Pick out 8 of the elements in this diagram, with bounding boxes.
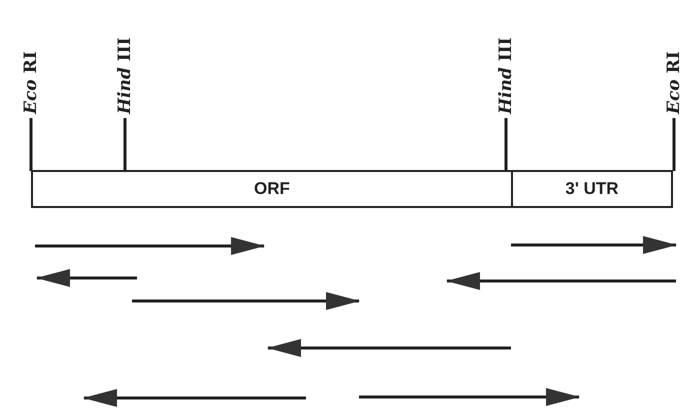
segment-label: ORF [254, 179, 290, 199]
restriction-site-label: Eco RI [21, 51, 41, 114]
restriction-site-label: Hind III [115, 37, 135, 114]
utr-segment [511, 170, 673, 208]
restriction-site-label: Hind III [496, 37, 516, 114]
orf-segment [31, 170, 513, 208]
segment-label: 3' UTR [565, 179, 619, 199]
restriction-site-label: Eco RI [664, 51, 684, 114]
